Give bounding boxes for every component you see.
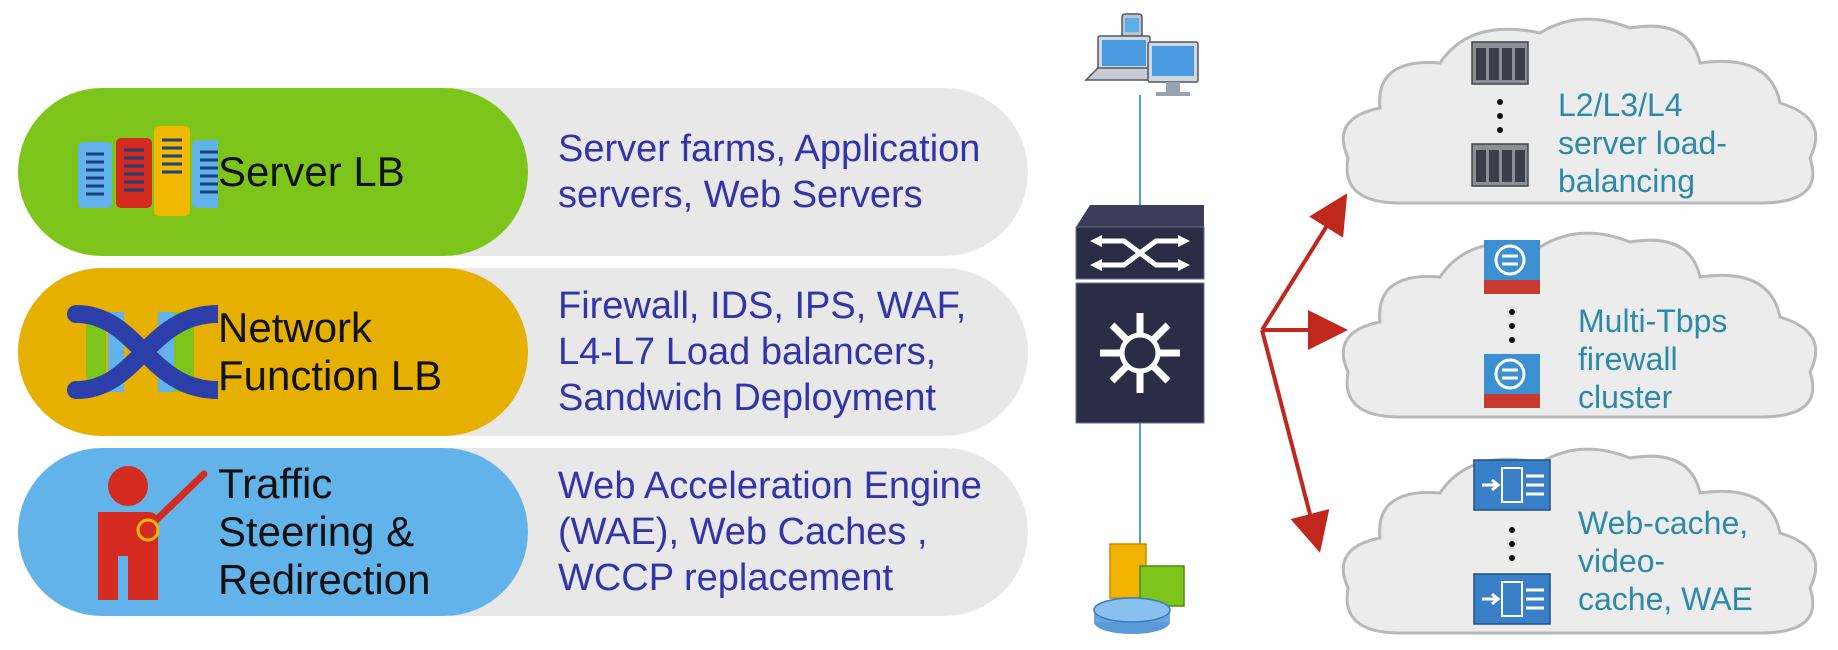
cloud-shape	[1341, 231, 1818, 419]
server-lb-row: Server LB Server farms, Application serv…	[18, 88, 1028, 256]
network-crossing-icon	[67, 305, 218, 399]
cache-cloud: Web-cache, video- cache, WAE	[1330, 438, 1830, 643]
firewall-icon	[1484, 240, 1540, 408]
network-function-lb-row: Network Function LB Firewall, IDS, IPS, …	[18, 268, 1028, 436]
arrow-to-server-cloud	[1260, 193, 1348, 332]
cloud-shape	[1341, 447, 1818, 635]
cache-engine-icon	[1473, 459, 1551, 625]
server-lb-description: Server farms, Application servers, Web S…	[558, 128, 981, 216]
cloud-shape	[1341, 17, 1818, 205]
server-lb-title: Server LB	[218, 148, 405, 195]
server-lb-cloud: L2/L3/L4 server load- balancing	[1330, 8, 1830, 213]
firewall-cloud-label: Multi-Tbps firewall cluster	[1578, 303, 1728, 415]
firewall-cloud: Multi-Tbps firewall cluster	[1330, 222, 1830, 427]
network-function-lb-description: Firewall, IDS, IPS, WAF, L4-L7 Load bala…	[558, 285, 967, 419]
cache-cloud-label: Web-cache, video- cache, WAE	[1578, 505, 1753, 617]
server-rack-icon	[78, 126, 218, 216]
network-function-lb-title: Network Function LB	[218, 304, 443, 399]
client-computers-icon	[1084, 13, 1199, 96]
server-chassis-icon	[1471, 41, 1529, 187]
traffic-steering-description: Web Acceleration Engine (WAE), Web Cache…	[558, 465, 982, 599]
traffic-steering-title: Traffic Steering & Redirection	[218, 460, 431, 603]
distribution-arrows	[1260, 193, 1348, 553]
traffic-steering-row: Traffic Steering & Redirection Web Accel…	[18, 448, 1028, 616]
arrow-to-cache-cloud	[1260, 329, 1330, 553]
presenter-icon	[98, 466, 208, 600]
multilayer-switch-icon	[1075, 205, 1205, 424]
server-lb-cloud-label: L2/L3/L4 server load- balancing	[1558, 87, 1727, 199]
database-server-icon	[1093, 543, 1185, 634]
